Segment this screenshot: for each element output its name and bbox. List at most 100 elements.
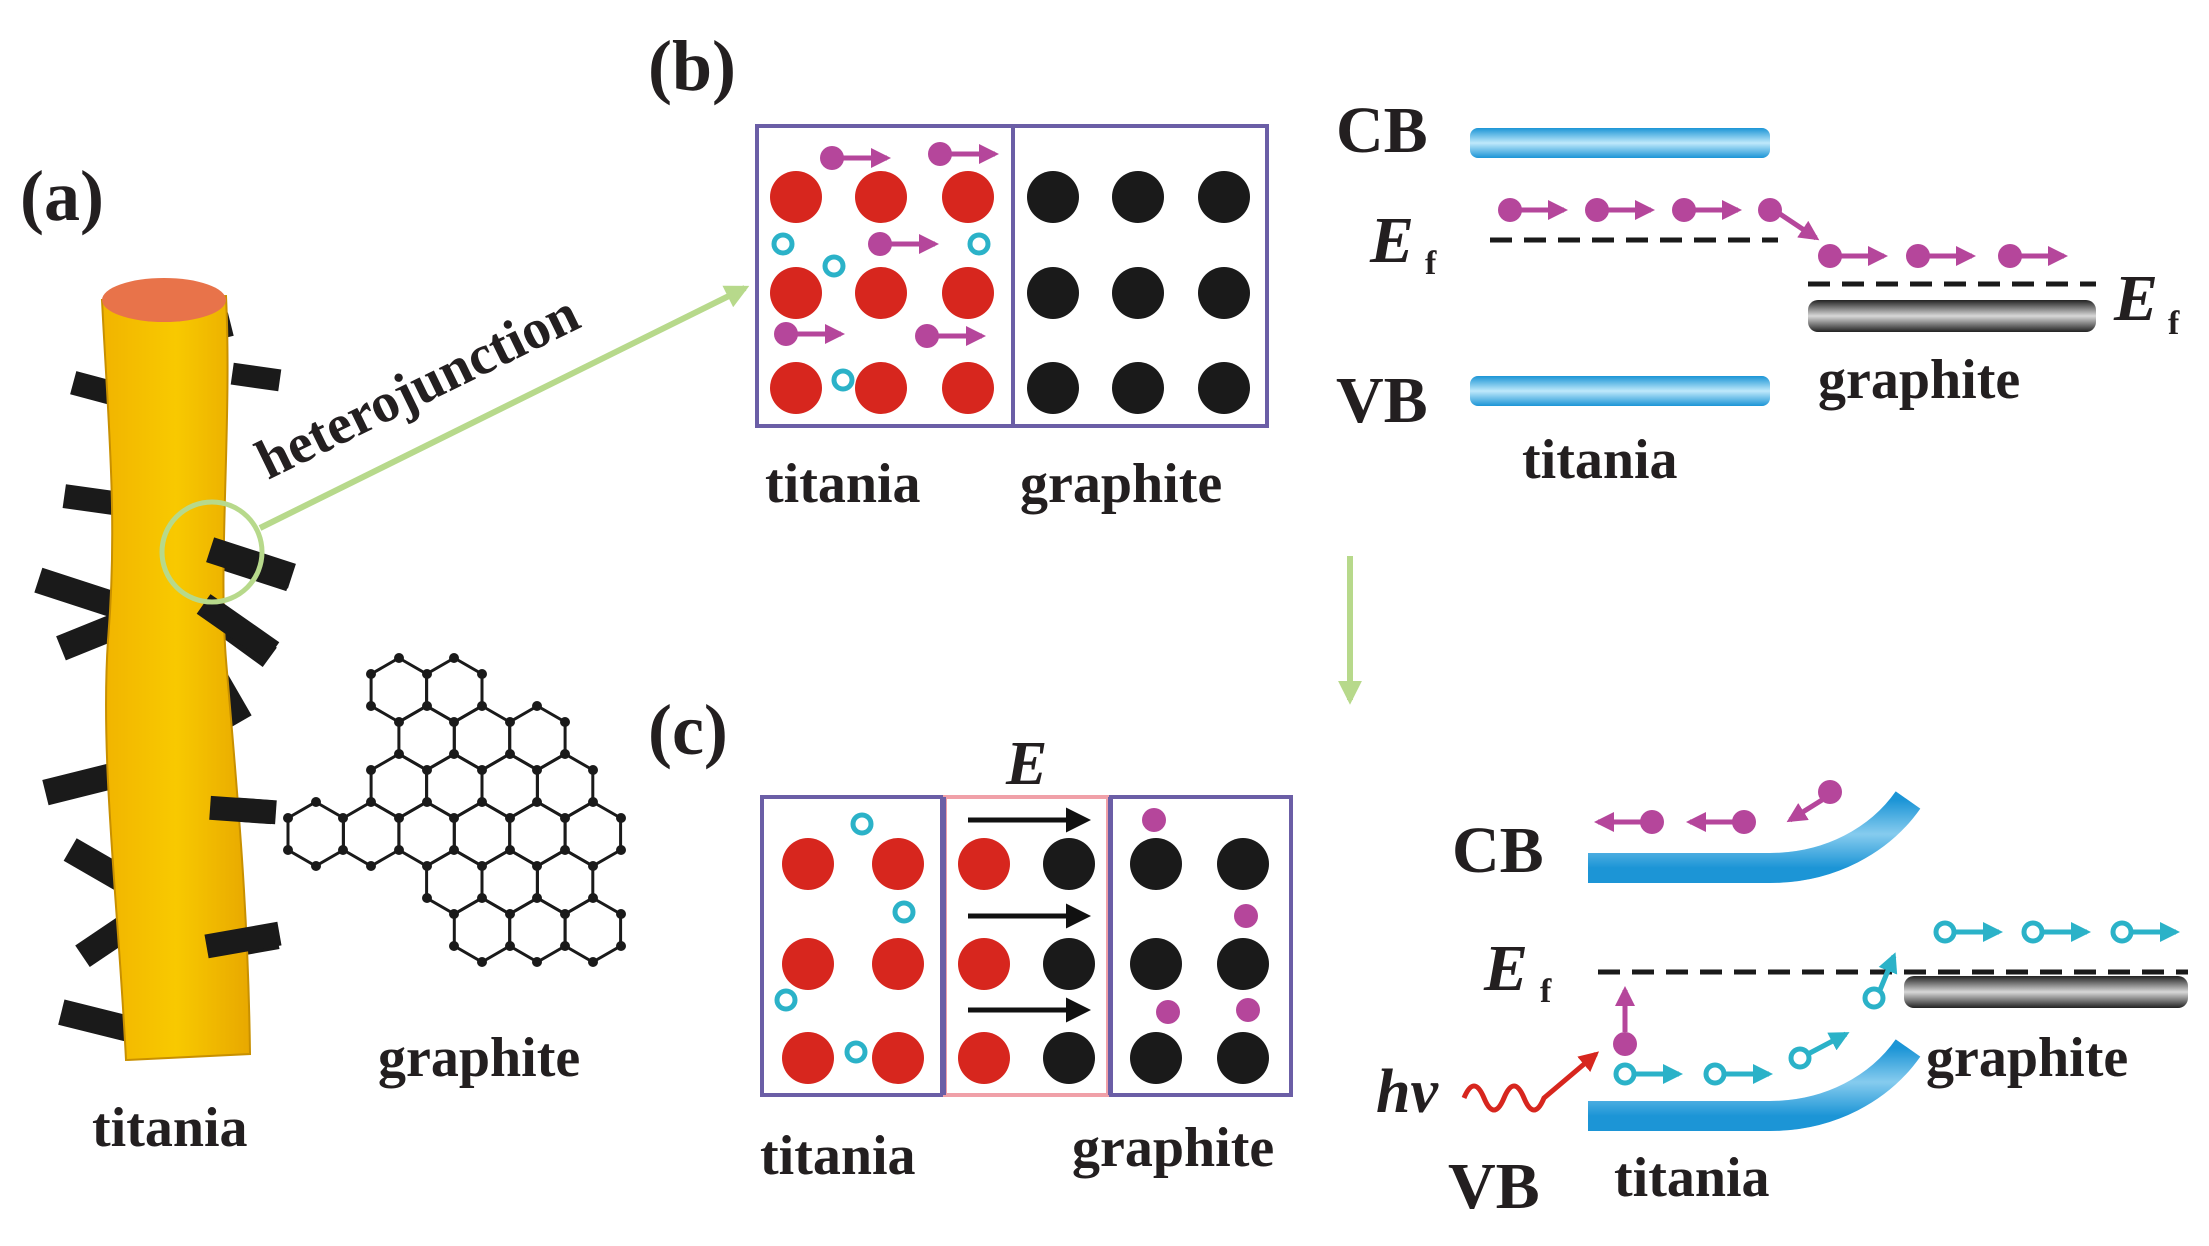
carbon-atom [532, 701, 542, 711]
carbon-atom [477, 957, 487, 967]
hexagon-cell [286, 800, 345, 868]
box-titania-label-c: titania [760, 1125, 916, 1187]
carbon-atom [449, 941, 459, 951]
carbon-atom [616, 845, 626, 855]
vb-label-c: VB [1448, 1150, 1540, 1223]
carbon-atom [366, 797, 376, 807]
photon-wave [1461, 1051, 1600, 1113]
carbon-atom [422, 861, 432, 871]
carbon-atom [588, 957, 598, 967]
carbon-atom [588, 797, 598, 807]
titania-atoms [770, 171, 994, 414]
carbon-atom [449, 717, 459, 727]
carbon-atom [560, 909, 570, 919]
hv-label: hv [1376, 1058, 1439, 1126]
hole-flow [1613, 920, 2180, 1086]
field-arrows [968, 807, 1091, 1023]
carbon-atom [338, 845, 348, 855]
carbon-atom [338, 813, 348, 823]
panel-b: (b) titania graphite CB VB E f [648, 26, 2180, 705]
carbon-atom [449, 909, 459, 919]
carbon-atom [560, 813, 570, 823]
lattice-graphite-label: graphite [378, 1027, 580, 1089]
carbon-atom [532, 893, 542, 903]
holes-c [774, 812, 916, 1064]
carbon-atom [311, 797, 321, 807]
carbon-atom [477, 893, 487, 903]
graphite-box [1011, 124, 1269, 428]
carbon-atom [366, 765, 376, 775]
ef-label-b-right: E [2113, 262, 2158, 335]
vb-band-b [1470, 376, 1770, 406]
ef-sub-c: f [1540, 973, 1552, 1010]
carbon-atom [505, 845, 515, 855]
hexagon-cell [563, 896, 623, 964]
carbon-atom [366, 701, 376, 711]
carbon-atom [394, 749, 404, 759]
carbon-atom [311, 861, 321, 871]
carbon-atom [394, 717, 404, 727]
carbon-atom [505, 717, 515, 727]
vb-label-b: VB [1336, 364, 1428, 437]
carbon-atom [422, 669, 432, 679]
carbon-atom [616, 813, 626, 823]
panel-c: (c) E titania graphi [648, 690, 2188, 1223]
panel-a-tag: (a) [20, 156, 104, 236]
carbon-atom [560, 941, 570, 951]
graphite-flakes-front [196, 537, 296, 959]
carbon-atom [394, 845, 404, 855]
band-titania-label-c: titania [1614, 1147, 1770, 1209]
carbon-atom [449, 749, 459, 759]
carbon-atom [505, 749, 515, 759]
moving-electrons-b [774, 142, 999, 348]
field-label: E [1005, 730, 1047, 798]
graphite-band-c [1904, 976, 2188, 1008]
band-titania-label-b: titania [1522, 429, 1678, 491]
cb-band-c-edge [1588, 791, 1921, 883]
holes [771, 232, 991, 392]
ef-sub-b-right: f [2168, 305, 2180, 342]
carbon-atom [505, 909, 515, 919]
graphite-atoms [1027, 171, 1250, 414]
carbon-atom [560, 717, 570, 727]
cb-label-c: CB [1452, 814, 1544, 887]
carbon-atom [449, 813, 459, 823]
green-arrow-to-b [258, 285, 750, 531]
carbon-atom [532, 957, 542, 967]
hexagon-cell [452, 896, 512, 964]
graphite-atoms-c [1043, 838, 1269, 1084]
carbon-atom [449, 653, 459, 663]
cb-label-b: CB [1336, 94, 1428, 167]
box-graphite-label: graphite [1020, 453, 1222, 515]
lattice-connector [229, 808, 273, 814]
carbon-atom [588, 765, 598, 775]
carbon-atom [366, 861, 376, 871]
carbon-atom [505, 941, 515, 951]
carbon-atom [560, 749, 570, 759]
carbon-atom [505, 813, 515, 823]
electron-flow-b [1498, 198, 2068, 268]
panel-c-tag: (c) [648, 690, 728, 770]
carbon-atom [477, 861, 487, 871]
rod-titania-label: titania [92, 1097, 248, 1159]
titania-atoms-c [782, 838, 1010, 1084]
carbon-atom [588, 893, 598, 903]
carbon-atom [477, 701, 487, 711]
carbon-atom [366, 669, 376, 679]
carbon-atom [532, 765, 542, 775]
band-graphite-label-b: graphite [1818, 349, 2020, 411]
carbon-atom [616, 909, 626, 919]
box-graphite-label-c: graphite [1072, 1117, 1274, 1179]
carbon-atom [283, 813, 293, 823]
vb-band-c [1588, 1039, 1921, 1131]
carbon-atom [449, 845, 459, 855]
carbon-atom [477, 765, 487, 775]
box-titania-label: titania [765, 453, 921, 515]
carbon-atom [477, 797, 487, 807]
excited-electron [1613, 986, 1637, 1056]
carbon-atom [422, 701, 432, 711]
carbon-atom [588, 861, 598, 871]
electron-back-flow [1594, 780, 1842, 834]
carbon-atom [560, 845, 570, 855]
